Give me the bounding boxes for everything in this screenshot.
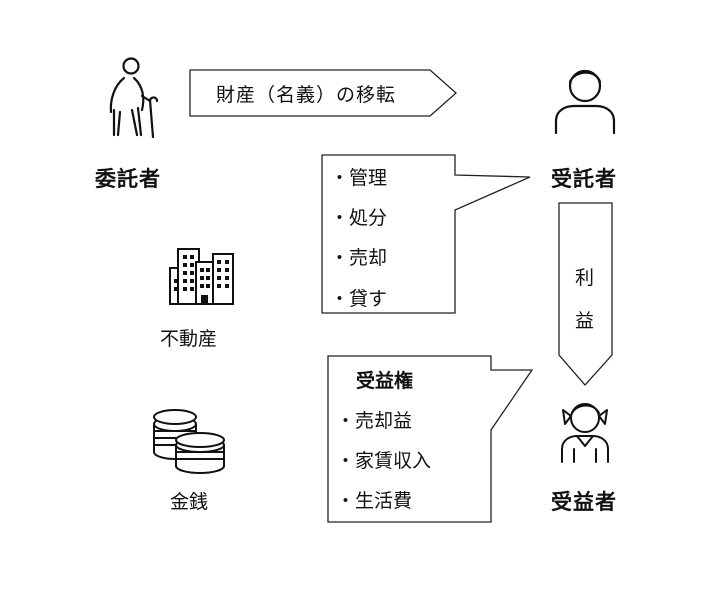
beneficiary-right-sale-profit: ・売却益 <box>336 410 413 432</box>
benefit-arrow-char-1: 利 <box>575 267 595 289</box>
benefit-arrow-shape <box>558 202 613 386</box>
beneficiary-right-rent-income: ・家賃収入 <box>336 450 432 472</box>
transfer-arrow-shape <box>189 69 457 117</box>
benefit-arrow-char-2: 益 <box>575 310 595 332</box>
real-estate-label: 不動産 <box>160 328 218 350</box>
trustee-action-lend: ・貸す <box>330 288 388 310</box>
elderly-person-icon <box>109 57 159 139</box>
money-label: 金銭 <box>170 491 209 513</box>
trustee-action-manage: ・管理 <box>330 167 388 189</box>
beneficiary-label: 受益者 <box>551 490 617 514</box>
girl-icon <box>561 403 609 463</box>
trustee-action-sell: ・売却 <box>330 247 388 269</box>
entrustor-label: 委託者 <box>95 167 161 191</box>
coins-icon <box>153 409 225 474</box>
trustee-action-dispose: ・処分 <box>330 207 388 229</box>
trustee-actions-callout <box>321 154 531 314</box>
beneficiary-right-living-expenses: ・生活費 <box>336 490 413 512</box>
transfer-arrow-label: 財産（名義）の移転 <box>216 84 397 106</box>
beneficiary-rights-callout <box>327 355 534 523</box>
trustee-label: 受託者 <box>551 167 617 191</box>
person-icon <box>554 69 616 135</box>
beneficiary-rights-title: 受益権 <box>356 370 414 392</box>
buildings-icon <box>169 248 234 305</box>
